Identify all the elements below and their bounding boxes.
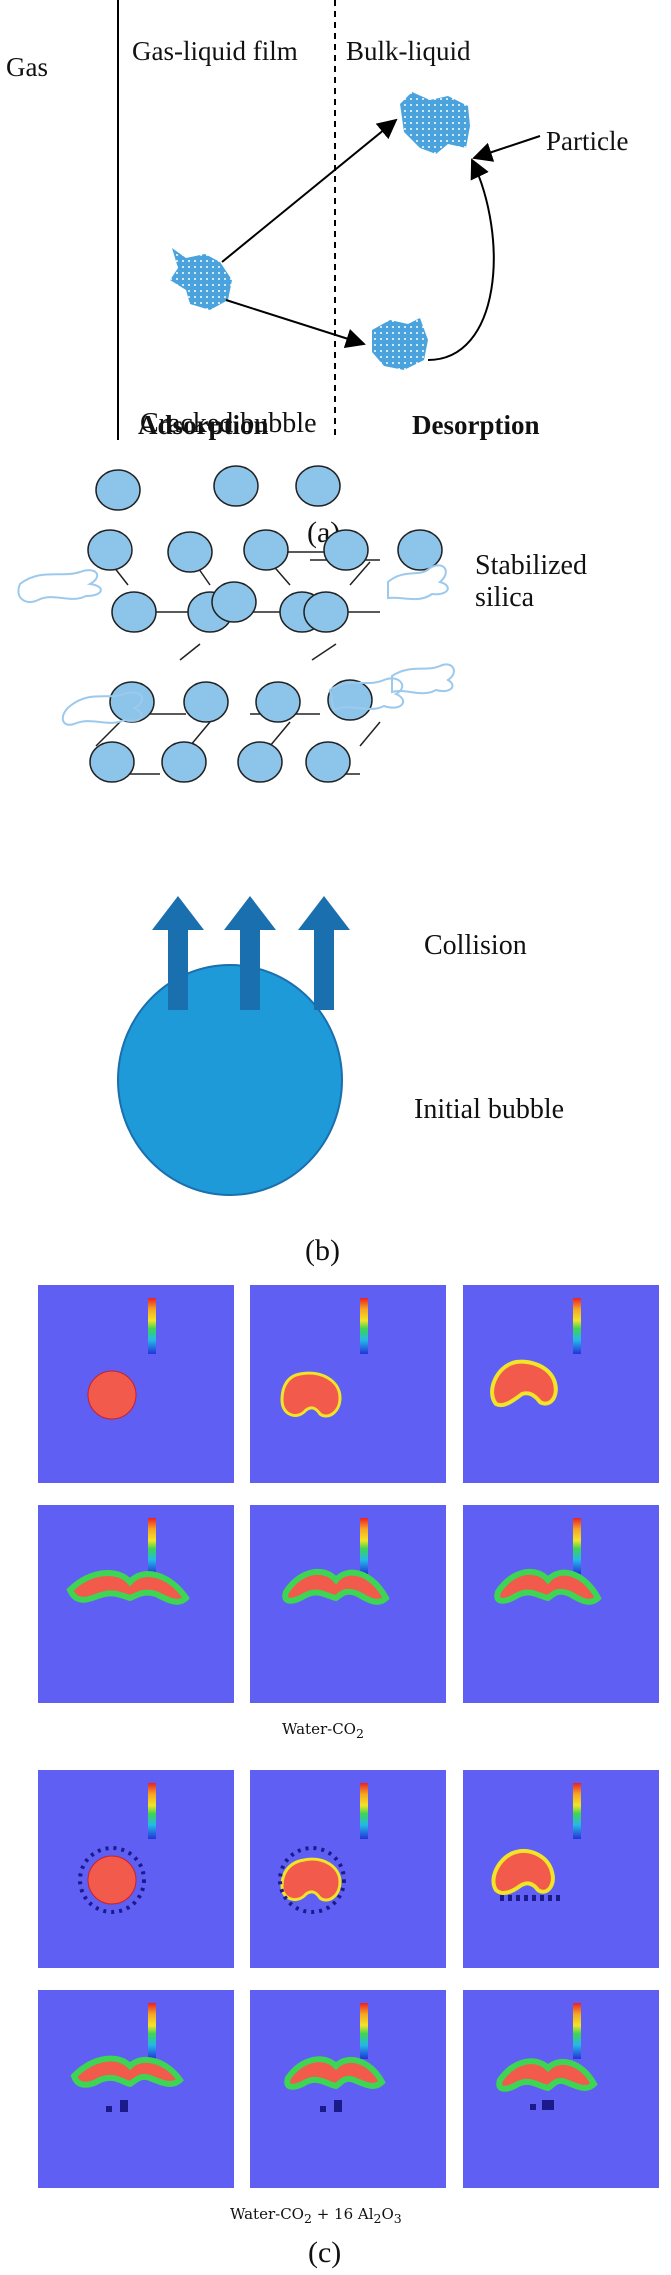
particle-desorbed-top [400,92,470,154]
caption-water-co2-sub: 2 [355,1726,364,1741]
caption-nano-mid2: O [381,2205,394,2223]
caption-water-co2: Water-CO2 [282,1720,364,1741]
sim-panel-nano-4 [38,1990,234,2188]
sim-panel-nano-6 [463,1990,659,2188]
particle-adsorbed [170,248,232,310]
caption-b: (b) [305,1234,340,1267]
caption-c: (c) [308,2236,342,2269]
label-stabilized-silica: Stabilized silica [475,550,587,614]
label-film: Gas-liquid film [132,36,298,66]
caption-nano-mid: + 16 Al [311,2205,374,2223]
sim-panel-water-5 [250,1505,446,1703]
caption-water-co2-text: Water-CO [282,1720,356,1738]
label-bulk: Bulk-liquid [346,36,471,66]
panel-a-graphics [117,0,541,440]
caption-nano-text: Water-CO [230,2205,304,2223]
label-gas: Gas [6,52,48,82]
arrow-to-top [221,118,398,263]
arrow-particle-pointer [472,135,541,162]
sim-panel-water-6 [463,1505,659,1703]
label-initial-bubble: Initial bubble [414,1094,565,1125]
caption-nano-sub: 2 [303,2211,312,2226]
sim-panel-water-1 [38,1285,234,1483]
sim-panel-nano-1 [38,1770,234,1968]
label-particle: Particle [546,126,629,156]
sim-panel-nano-5 [250,1990,446,2188]
caption-nano-sub3: 3 [393,2211,402,2226]
label-desorption: Desorption [412,410,540,440]
arrow-to-bottom [225,299,366,349]
label-collision: Collision [424,930,527,961]
sim-panel-water-2 [250,1285,446,1483]
sim-panel-nano-2 [250,1770,446,1968]
collision-arrows [152,896,350,1010]
arrow-loop [427,158,495,361]
particle-desorbed-bottom [372,318,428,370]
water-bubbles [66,1359,602,1605]
nano-bubbles [70,1846,598,2112]
initial-bubble [117,964,343,1196]
colorbars [148,1298,581,2059]
caption-nano-sub2: 2 [373,2211,382,2226]
sim-panel-water-4 [38,1505,234,1703]
bubble-fragments [17,564,455,726]
label-cracked-bubble: Cracked bubble [140,408,317,439]
caption-water-co2-al2o3: Water-CO2 + 16 Al2O3 [230,2205,402,2226]
label-adsorption: Adsorption [138,410,269,440]
panel-b-graphics [17,465,455,1196]
silica-network [87,465,443,783]
